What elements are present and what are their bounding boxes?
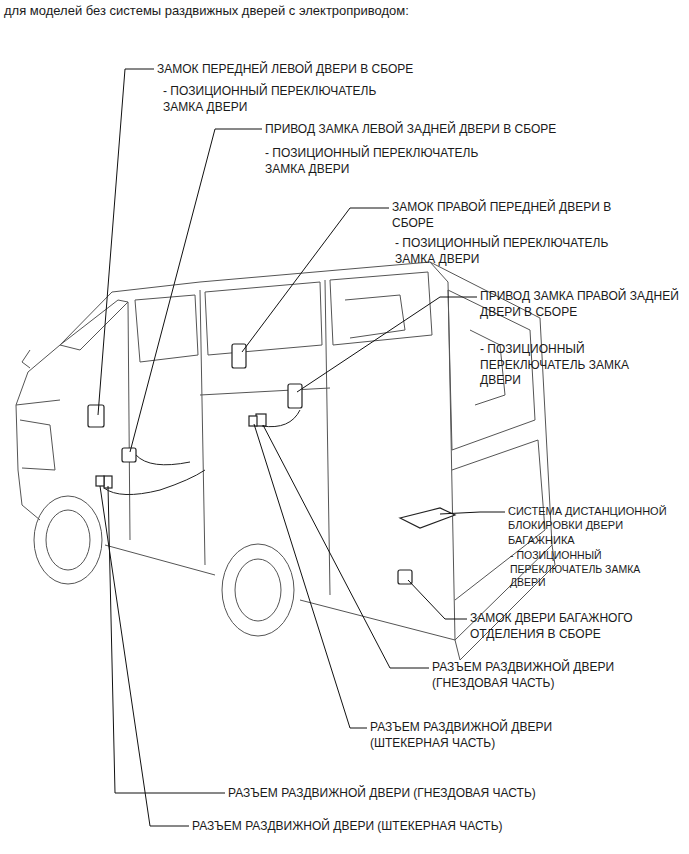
part-note: - ПОЗИЦИОННЫЙ ПЕРЕКЛЮЧАТЕЛЬ ЗАМКА ДВЕРИ xyxy=(163,84,398,115)
part-note: - ПОЗИЦИОННЫЙ ПЕРЕКЛЮЧАТЕЛЬ ЗАМКА ДВЕРИ xyxy=(395,236,650,267)
part-name: ЗАМОК ПРАВОЙ ПЕРЕДНЕЙ ДВЕРИ В СБОРЕ xyxy=(392,200,637,231)
part-note: - ПОЗИЦИОННЫЙ ПЕРЕКЛЮЧАТЕЛЬ ЗАМКА ДВЕРИ xyxy=(510,549,670,590)
part-name: РАЗЪЕМ РАЗДВИЖНОЙ ДВЕРИ (ШТЕКЕРНАЯ ЧАСТЬ… xyxy=(370,720,585,751)
page-heading: для моделей без системы раздвижных двере… xyxy=(4,3,409,20)
part-name: ПРИВОД ЗАМКА ЛЕВОЙ ЗАДНЕЙ ДВЕРИ В СБОРЕ xyxy=(265,122,585,138)
part-name: РАЗЪЕМ РАЗДВИЖНОЙ ДВЕРИ (ШТЕКЕРНАЯ ЧАСТЬ… xyxy=(192,819,612,835)
part-note: - ПОЗИЦИОННЫЙ ПЕРЕКЛЮЧАТЕЛЬ ЗАМКА ДВЕРИ xyxy=(480,342,630,389)
part-name: РАЗЪЕМ РАЗДВИЖНОЙ ДВЕРИ (ГНЕЗДОВАЯ ЧАСТЬ… xyxy=(228,786,648,802)
part-name: РАЗЪЕМ РАЗДВИЖНОЙ ДВЕРИ (ГНЕЗДОВАЯ ЧАСТЬ… xyxy=(432,660,672,691)
part-note: - ПОЗИЦИОННЫЙ ПЕРЕКЛЮЧАТЕЛЬ ЗАМКА ДВЕРИ xyxy=(265,146,510,177)
part-name: ЗАМОК ПЕРЕДНЕЙ ЛЕВОЙ ДВЕРИ В СБОРЕ xyxy=(157,62,477,78)
part-name: СИСТЕМА ДИСТАНЦИОННОЙ БЛОКИРОВКИ ДВЕРИ Б… xyxy=(508,504,684,547)
part-name: ЗАМОК ДВЕРИ БАГАЖНОГО ОТДЕЛЕНИЯ В СБОРЕ xyxy=(470,611,675,642)
part-name: ПРИВОД ЗАМКА ПРАВОЙ ЗАДНЕЙ ДВЕРИ В СБОРЕ xyxy=(480,289,680,320)
